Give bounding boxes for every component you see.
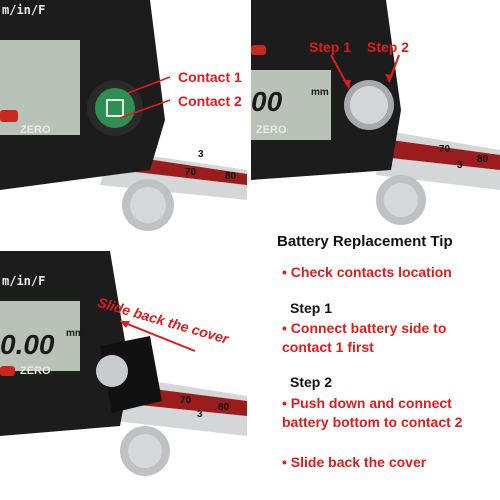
tips-title: Battery Replacement Tip — [277, 233, 453, 250]
tip-final: • Slide back the cover — [282, 454, 427, 470]
scale-label: 80 — [477, 154, 489, 165]
caliper-illustration-3 — [0, 251, 247, 476]
scale-label: 3 — [457, 160, 463, 171]
contact1-pointer — [127, 76, 171, 94]
lcd-digits: 00 — [251, 86, 283, 117]
step2-label: Step 2 — [367, 39, 410, 55]
scale-label: 70 — [180, 395, 192, 406]
slide-arrow — [119, 320, 196, 352]
scale-label: 3 — [198, 149, 204, 160]
tip-step1-text: • Connect battery side to contact 1 firs… — [282, 320, 447, 355]
unit-readout: m/in/F — [2, 274, 46, 288]
contact2-pointer — [119, 99, 171, 119]
contact1-label: Contact 1 — [178, 69, 242, 85]
zero-label: ZERO — [20, 365, 51, 377]
caliper-illustration-2 — [251, 0, 500, 225]
lcd-digits: 0.00 — [0, 329, 55, 360]
scale-label: 70 — [439, 144, 451, 155]
scale-label: 80 — [218, 402, 230, 413]
panel-slide-cover: m/in/F Slide back the cover 0.00 mm ZERO… — [0, 251, 247, 500]
caliper-illustration-1 — [0, 0, 247, 231]
tip-step2-heading: Step 2 — [290, 374, 333, 390]
zero-label: ZERO — [256, 124, 287, 136]
scale-label: 80 — [225, 171, 237, 182]
unit-readout: m/in/F — [2, 3, 46, 17]
panel-steps: Step 1 Step 2 00 mm ZERO 70 3 80 — [251, 0, 500, 247]
panel-contacts: m/in/F ZERO Contact 1 Contact 2 3 70 80 — [0, 0, 247, 247]
mm-label: mm — [311, 87, 329, 98]
zero-label: ZERO — [20, 124, 51, 136]
tip-step2-text: • Push down and connect battery bottom t… — [282, 395, 463, 430]
tip-check-contacts: • Check contacts location — [282, 264, 452, 280]
mm-label: mm — [66, 328, 84, 339]
tip-step1-heading: Step 1 — [290, 300, 333, 316]
scale-label: 70 — [185, 167, 197, 178]
scale-label: 3 — [197, 409, 203, 420]
step1-label: Step 1 — [309, 39, 352, 55]
contact2-label: Contact 2 — [178, 93, 242, 109]
